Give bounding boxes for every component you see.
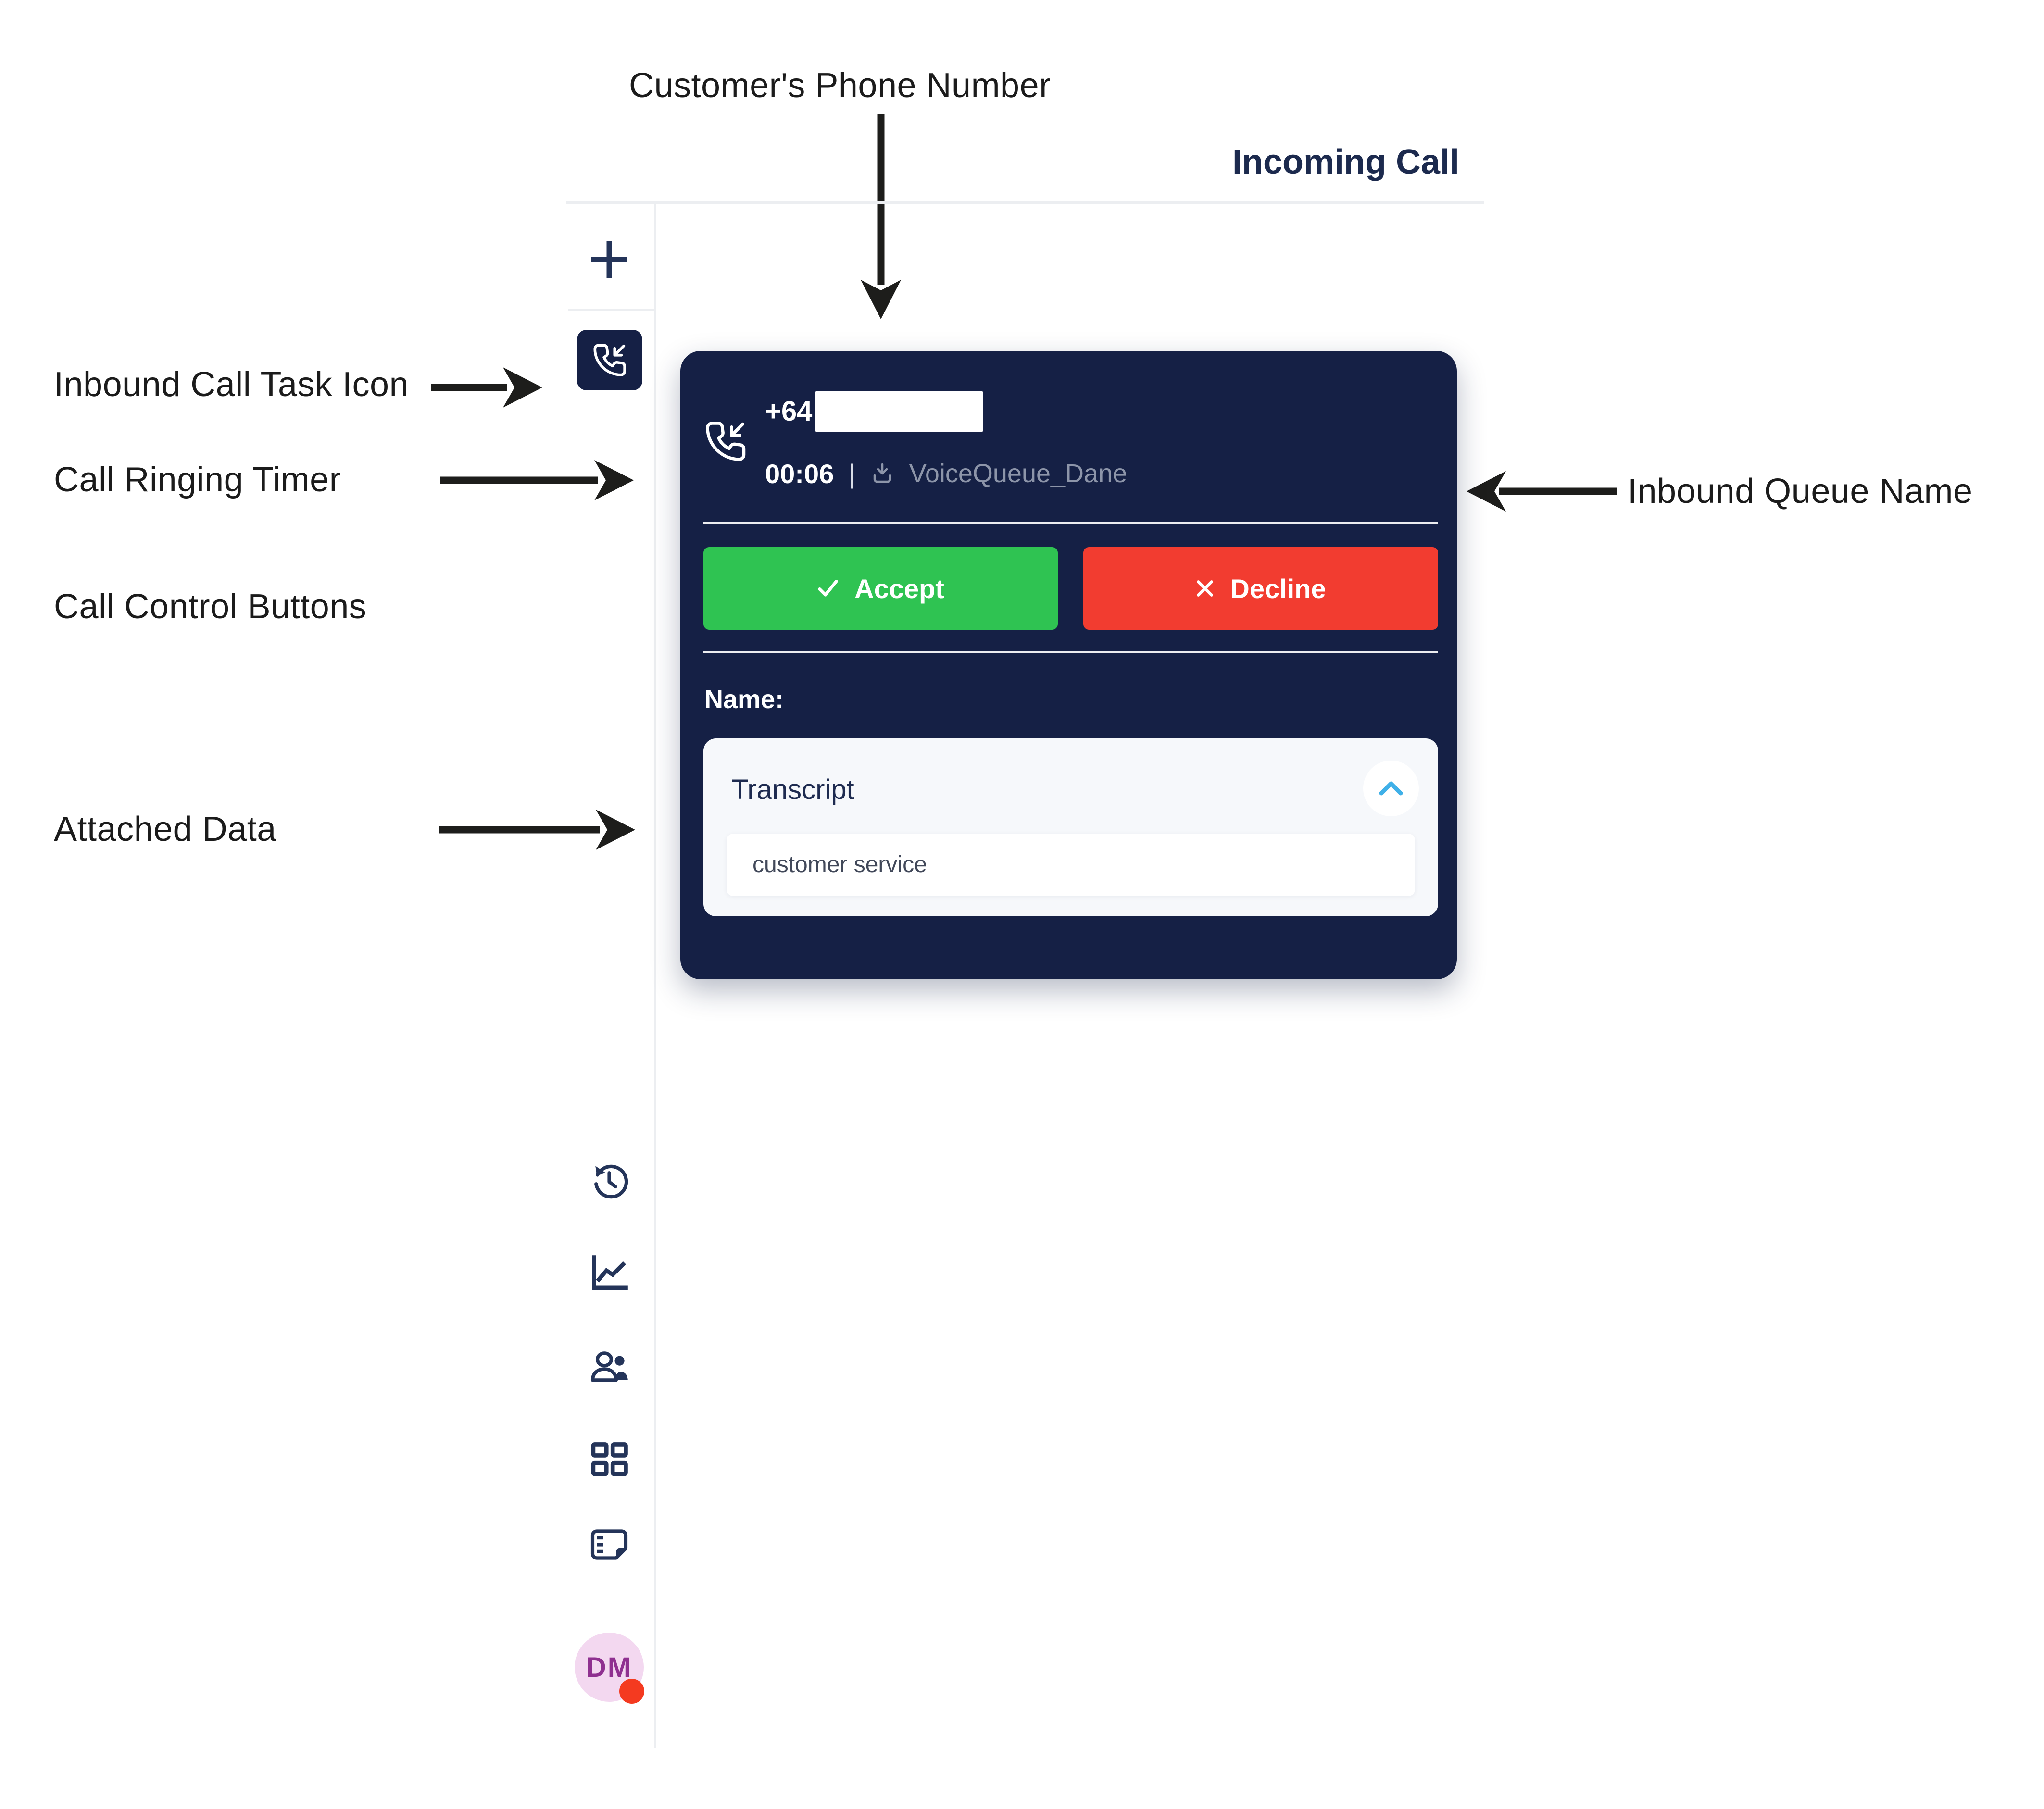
card-divider (703, 651, 1438, 653)
page-title: Incoming Call (1232, 143, 1459, 181)
customer-phone-number: +64 (765, 396, 813, 427)
history-icon (594, 1164, 628, 1199)
down-arrow-icon (861, 114, 901, 319)
incoming-call-icon (706, 422, 746, 461)
x-icon (1197, 580, 1214, 597)
right-arrow-icon (440, 460, 634, 500)
sidebar-item-history[interactable] (587, 1159, 631, 1203)
attached-data-value: customer service (752, 852, 927, 877)
accept-button-label: Accept (854, 573, 944, 604)
queue-download-icon (873, 463, 891, 483)
sidebar-item-insights[interactable] (587, 1252, 631, 1296)
annotation-call-control-buttons: Call Control Buttons (54, 587, 367, 626)
phone-number-redaction (815, 391, 983, 432)
annotation-inbound-task-icon: Inbound Call Task Icon (54, 365, 409, 404)
inbound-call-icon (593, 344, 626, 376)
decline-button[interactable]: Decline (1083, 547, 1438, 630)
agents-icon (590, 1351, 628, 1382)
right-arrow-icon (431, 367, 542, 408)
call-ringing-timer: 00:06 (765, 458, 834, 489)
add-task-button[interactable] (586, 237, 632, 283)
check-icon (818, 580, 838, 597)
chevron-up-icon (1379, 781, 1403, 796)
apps-grid-icon (591, 1442, 628, 1476)
annotation-call-ringing-timer: Call Ringing Timer (54, 461, 341, 499)
incoming-call-card: +64 00:06 | VoiceQueue_Dane Accept Decli… (680, 351, 1457, 979)
card-divider (703, 522, 1438, 524)
left-arrow-icon (1467, 471, 1617, 512)
inbound-call-task-tab[interactable] (577, 330, 642, 390)
decline-button-label: Decline (1230, 573, 1326, 604)
transcript-section-title: Transcript (731, 774, 854, 805)
avatar-initials: DM (586, 1651, 633, 1683)
call-status-row: 00:06 | VoiceQueue_Dane (765, 458, 1128, 489)
plus-icon (591, 241, 627, 278)
attached-data-panel: Transcript customer service (703, 738, 1438, 916)
annotation-customer-phone: Customer's Phone Number (629, 66, 1051, 105)
sidebar-item-agents[interactable] (587, 1346, 631, 1390)
insights-chart-icon (592, 1255, 628, 1290)
inbound-queue-name: VoiceQueue_Dane (909, 459, 1128, 488)
annotation-inbound-queue-name: Inbound Queue Name (1628, 472, 1973, 511)
sidebar-section-divider (568, 309, 655, 311)
separator: | (848, 458, 855, 489)
notes-icon (590, 1529, 628, 1560)
collapse-toggle[interactable] (1363, 761, 1419, 816)
status-dot (619, 1679, 644, 1704)
header-divider (566, 201, 1484, 204)
name-label: Name: (704, 685, 784, 714)
annotation-attached-data: Attached Data (54, 810, 276, 848)
sidebar-divider (654, 204, 656, 1748)
accept-button[interactable]: Accept (703, 547, 1058, 630)
sidebar-item-notes[interactable] (587, 1525, 631, 1569)
attached-data-value-box: customer service (727, 834, 1415, 896)
sidebar-item-apps[interactable] (587, 1437, 631, 1482)
right-arrow-icon (439, 810, 635, 850)
